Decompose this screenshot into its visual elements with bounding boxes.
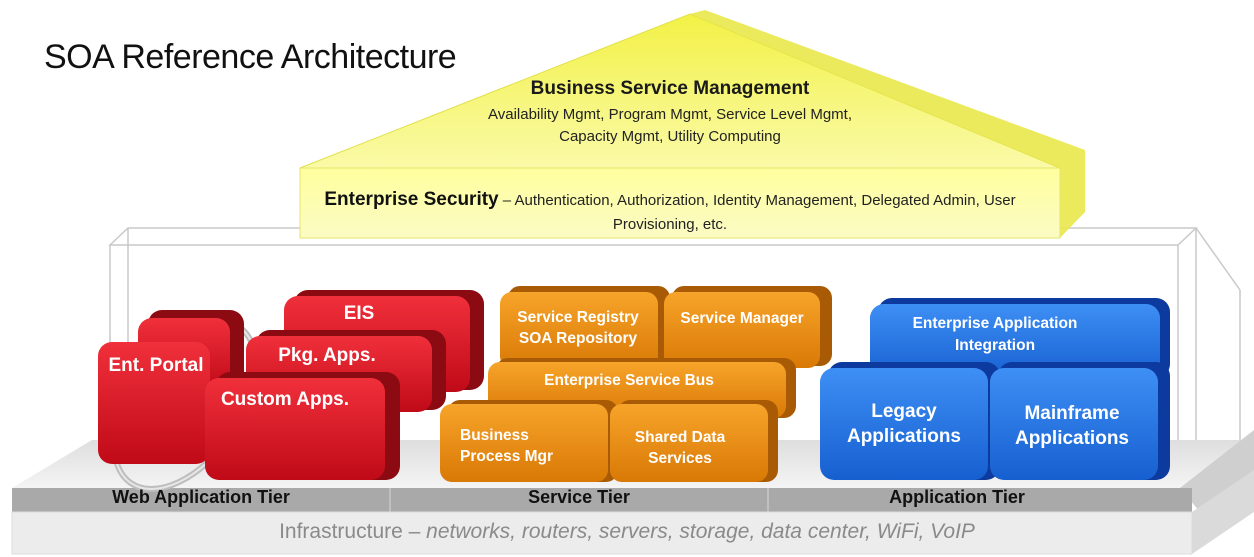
infrastructure-bar	[11, 511, 1193, 555]
enterprise-security-line: Enterprise Security – Authentication, Au…	[310, 188, 1030, 237]
business-service-management-items: Availability Mgmt, Program Mgmt, Service…	[488, 106, 852, 145]
shared-data-line1: Shared Data	[634, 429, 726, 446]
application-tier-label: Application Tier	[889, 487, 1025, 507]
business-service-management-heading: Business Service Management	[530, 78, 810, 99]
business-process-mgr-box: Business Process Mgr	[446, 424, 566, 468]
business-process-line1: Business	[460, 427, 529, 444]
web-application-tier-label: Web Application Tier	[112, 487, 290, 507]
service-registry-line2: SOA Repository	[518, 330, 638, 347]
legacy-line1: Legacy	[871, 401, 937, 422]
enterprise-security-items: Authentication, Authorization, Identity …	[514, 192, 1016, 233]
tier-bar	[12, 488, 1192, 512]
eis-box: EIS	[343, 303, 375, 324]
custom-apps-box: Custom Apps.	[220, 389, 350, 410]
service-registry-line1: Service Registry	[517, 309, 639, 326]
diagram-title: SOA Reference Architecture	[44, 38, 457, 76]
infrastructure-label: Infrastructure	[279, 520, 403, 543]
pkg-apps-box: Pkg. Apps.	[278, 345, 376, 366]
infrastructure-sep: –	[402, 520, 427, 543]
infrastructure-line: Infrastructure – networks, routers, serv…	[0, 520, 1254, 544]
house-frame	[108, 227, 1241, 520]
shared-data-services-box: Shared Data Services	[614, 426, 746, 470]
shared-data-line2: Services	[648, 450, 712, 467]
eai-line1: Enterprise Application	[912, 315, 1078, 332]
eai-box: Enterprise Application Integration	[870, 312, 1120, 358]
infrastructure-items: networks, routers, servers, storage, dat…	[426, 520, 975, 543]
eai-line2: Integration	[954, 337, 1036, 354]
service-tier-label: Service Tier	[528, 487, 630, 507]
mainframe-applications-box: Mainframe Applications	[990, 400, 1154, 452]
app-tier-boxes	[820, 298, 1170, 480]
enterprise-security-heading: Enterprise Security	[324, 189, 499, 210]
service-tier-boxes	[440, 286, 832, 482]
web-tier-boxes	[98, 290, 484, 492]
enterprise-security-sep: –	[498, 192, 515, 209]
service-manager-box: Service Manager	[680, 309, 804, 327]
mainframe-line1: Mainframe	[1024, 403, 1120, 424]
service-registry-box: Service Registry SOA Repository	[500, 306, 656, 350]
roof	[299, 10, 1085, 239]
mainframe-line2: Applications	[1014, 428, 1129, 449]
business-process-line2: Process Mgr	[460, 448, 554, 465]
legacy-applications-box: Legacy Applications	[820, 398, 988, 450]
ent-portal-box: Ent. Portal	[108, 355, 204, 376]
legacy-line2: Applications	[846, 426, 961, 447]
enterprise-service-bus-box: Enterprise Service Bus	[544, 371, 714, 389]
